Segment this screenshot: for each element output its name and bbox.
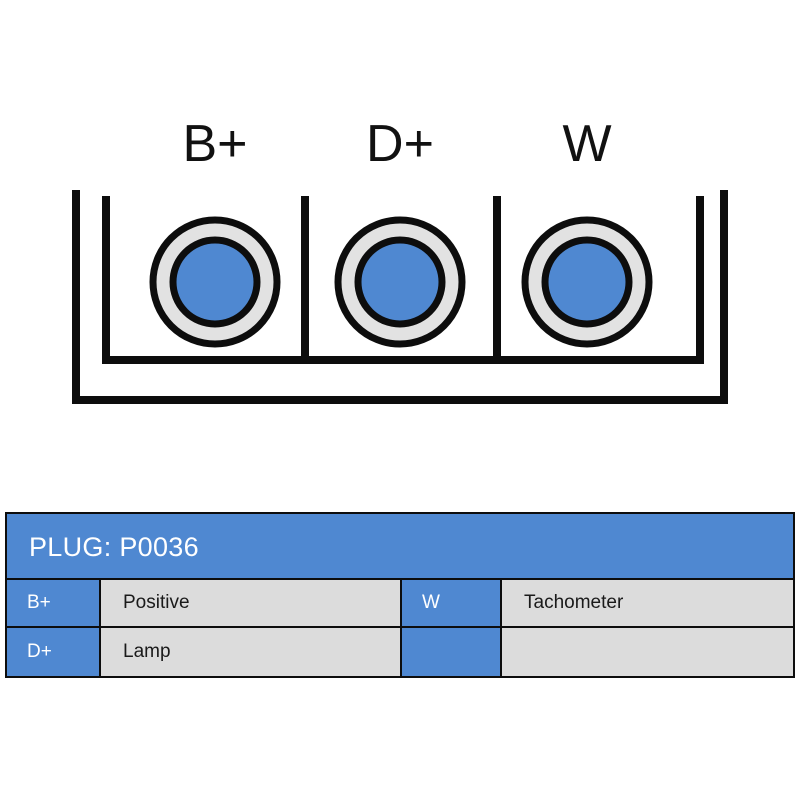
pin-function-b-plus: Positive: [101, 580, 402, 626]
housing-outer-outline: [72, 190, 728, 404]
pin-key-d-plus: D+: [7, 628, 101, 676]
plug-identifier-header: PLUG: P0036: [7, 514, 793, 580]
table-row: B+ Positive W Tachometer: [7, 580, 793, 628]
pin-function-d-plus: Lamp: [101, 628, 402, 676]
terminal-label-w: W: [562, 115, 612, 173]
terminal-pin-b-plus: [149, 216, 281, 348]
pin-key-w: W: [402, 580, 502, 626]
connector-housing-graphic: [72, 190, 728, 404]
terminal-label-b-plus: B+: [182, 115, 248, 173]
terminal-label-d-plus: D+: [366, 115, 434, 173]
pin-key-b-plus: B+: [7, 580, 101, 626]
connector-diagram: B+ D+ W: [72, 115, 728, 404]
pin-key-empty: [402, 628, 502, 676]
pin-function-w: Tachometer: [502, 580, 793, 626]
terminal-pin-w: [521, 216, 653, 348]
pin-function-empty: [502, 628, 793, 676]
terminal-pin-d-plus: [334, 216, 466, 348]
housing-inner-outline: [102, 196, 704, 364]
pinout-table: PLUG: P0036 B+ Positive W Tachometer D+ …: [5, 512, 795, 678]
table-row: D+ Lamp: [7, 628, 793, 676]
